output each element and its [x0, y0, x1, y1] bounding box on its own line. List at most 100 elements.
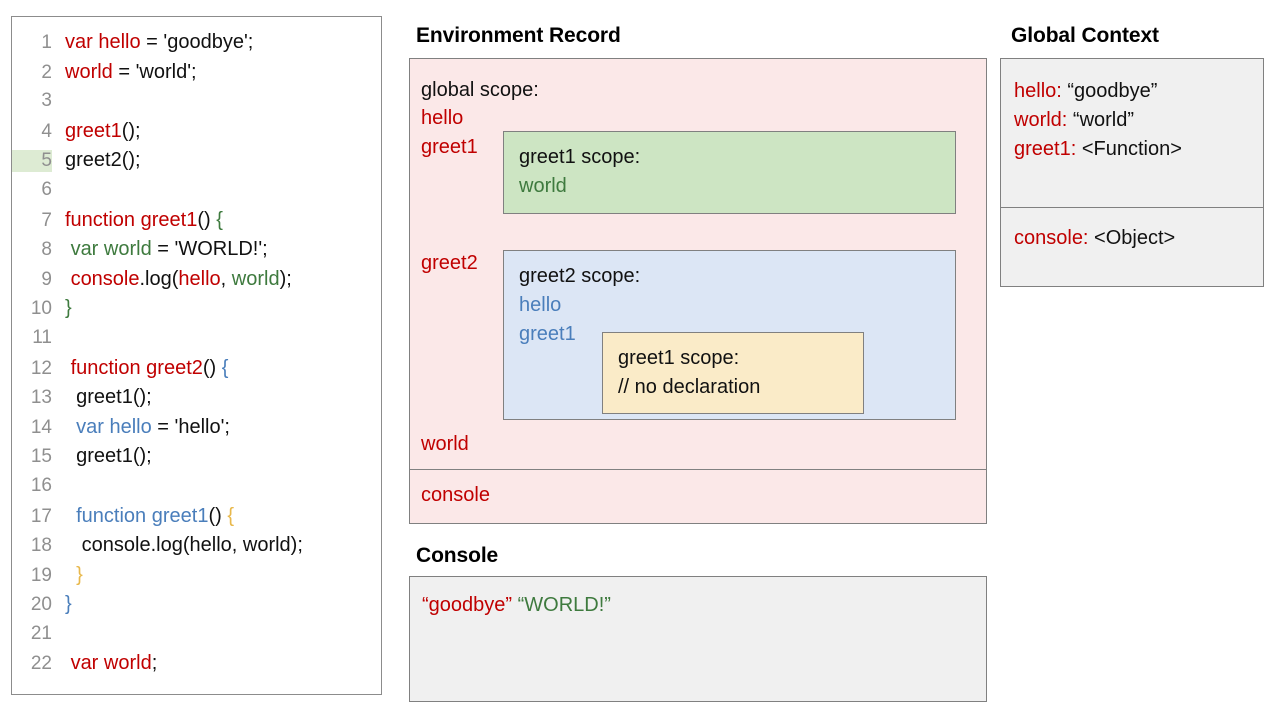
code-token: var hello	[65, 31, 141, 53]
code-token	[65, 564, 76, 586]
greet1-scope-var-world: world	[519, 175, 567, 197]
code-line[interactable]: 17 function greet1() {	[12, 505, 381, 535]
code-line-text: function greet1() {	[52, 209, 223, 232]
code-token: var hello	[76, 415, 152, 438]
env-var-world: world	[421, 433, 469, 455]
code-line[interactable]: 10}	[12, 297, 381, 327]
environment-record-builtins-section: console	[410, 470, 986, 523]
global-context-builtin-row: console: <Object>	[1014, 224, 1263, 253]
greet1-nested-scope-note: // no declaration	[618, 376, 761, 398]
code-line[interactable]: 22 var world;	[12, 652, 381, 682]
environment-record-global-section: global scope: hello greet1 greet2 world …	[410, 59, 986, 470]
global-context-value: “world”	[1067, 109, 1135, 131]
code-line[interactable]: 9 console.log(hello, world);	[12, 268, 381, 298]
console-output-token: “WORLD!”	[512, 594, 611, 616]
code-line[interactable]: 21	[12, 623, 381, 653]
code-token: {	[221, 356, 229, 379]
console-heading: Console	[416, 544, 499, 567]
line-number: 11	[32, 326, 52, 348]
global-context-key: greet1:	[1014, 138, 1077, 160]
greet1-scope-box: greet1 scope: world	[503, 131, 956, 214]
code-token: function greet2	[70, 356, 203, 379]
code-token: var world	[70, 652, 152, 675]
code-token: var world	[70, 238, 152, 261]
code-line-text: var world;	[52, 652, 158, 675]
code-line[interactable]: 14 var hello = 'hello';	[12, 416, 381, 446]
code-token: greet1();	[65, 386, 152, 409]
code-token: function greet1	[76, 504, 209, 527]
code-token: greet1	[65, 119, 122, 142]
global-context-value: <Function>	[1076, 138, 1182, 160]
line-number: 18	[30, 535, 52, 557]
code-line[interactable]: 15 greet1();	[12, 445, 381, 475]
line-number: 3	[41, 90, 52, 112]
code-token: = 'world';	[112, 60, 197, 83]
code-token: ();	[121, 119, 141, 142]
code-line-text: greet1();	[52, 445, 152, 468]
global-context-value: <Object>	[1088, 227, 1176, 249]
code-token: world	[65, 60, 113, 83]
line-number: 19	[30, 564, 52, 586]
global-scope-title: global scope:	[421, 79, 539, 101]
code-line[interactable]: 12 function greet2() {	[12, 357, 381, 387]
line-number: 20	[30, 594, 52, 616]
code-line[interactable]: 4 greet1();	[12, 120, 381, 150]
code-token	[65, 505, 76, 527]
greet1-nested-scope-box: greet1 scope: // no declaration	[602, 332, 864, 414]
code-token: );	[279, 267, 292, 290]
code-line-text: var hello = 'hello';	[52, 416, 230, 439]
line-number: 8	[41, 239, 52, 261]
global-context-key: hello:	[1014, 80, 1062, 102]
line-number: 5	[12, 150, 52, 173]
code-token: function greet1	[65, 208, 198, 231]
code-line-text: var world = 'WORLD!';	[52, 238, 268, 261]
greet1-nested-scope-title: greet1 scope:	[618, 347, 740, 369]
code-line-text: world = 'world';	[52, 61, 197, 84]
env-var-greet2: greet2	[421, 252, 478, 274]
code-token: {	[216, 208, 223, 231]
code-token: = 'hello';	[151, 415, 230, 438]
global-context-heading: Global Context	[1011, 24, 1159, 47]
global-context-variables: hello: “goodbye”world: “world”greet1: <F…	[1001, 59, 1263, 208]
code-line-text: }	[52, 564, 83, 587]
code-token: ,	[220, 267, 232, 290]
code-line[interactable]: 20}	[12, 593, 381, 623]
environment-record-panel: global scope: hello greet1 greet2 world …	[409, 58, 987, 524]
code-line[interactable]: 3	[12, 90, 381, 120]
code-line[interactable]: 11	[12, 327, 381, 357]
greet2-scope-var-greet1: greet1	[519, 323, 576, 345]
code-line-text: var hello = 'goodbye';	[52, 31, 253, 54]
code-line[interactable]: 6	[12, 179, 381, 209]
code-token	[65, 416, 76, 438]
code-token: .log(	[139, 267, 179, 290]
code-line[interactable]: 18 console.log(hello, world);	[12, 534, 381, 564]
code-line[interactable]: 19 }	[12, 564, 381, 594]
code-line[interactable]: 13 greet1();	[12, 386, 381, 416]
line-number: 13	[30, 387, 52, 409]
console-output-line: “goodbye” “WORLD!”	[422, 594, 611, 617]
code-line-text: console.log(hello, world);	[52, 268, 292, 291]
code-token: }	[76, 563, 83, 586]
code-token: console	[70, 267, 140, 290]
line-number: 17	[30, 505, 52, 527]
global-context-key: console:	[1014, 227, 1089, 249]
greet2-scope-var-hello: hello	[519, 294, 562, 316]
code-line-text: }	[52, 593, 72, 616]
code-line[interactable]: 16	[12, 475, 381, 505]
line-number: 14	[30, 416, 52, 438]
line-number: 6	[41, 178, 52, 200]
global-context-key: world:	[1014, 109, 1068, 131]
line-number: 4	[41, 120, 52, 142]
line-number: 15	[30, 446, 52, 468]
code-token: {	[227, 504, 235, 527]
code-line[interactable]: 8 var world = 'WORLD!';	[12, 238, 381, 268]
env-var-console: console	[421, 484, 490, 506]
console-panel[interactable]: “goodbye” “WORLD!”	[409, 576, 987, 702]
code-token: ()	[202, 356, 222, 379]
